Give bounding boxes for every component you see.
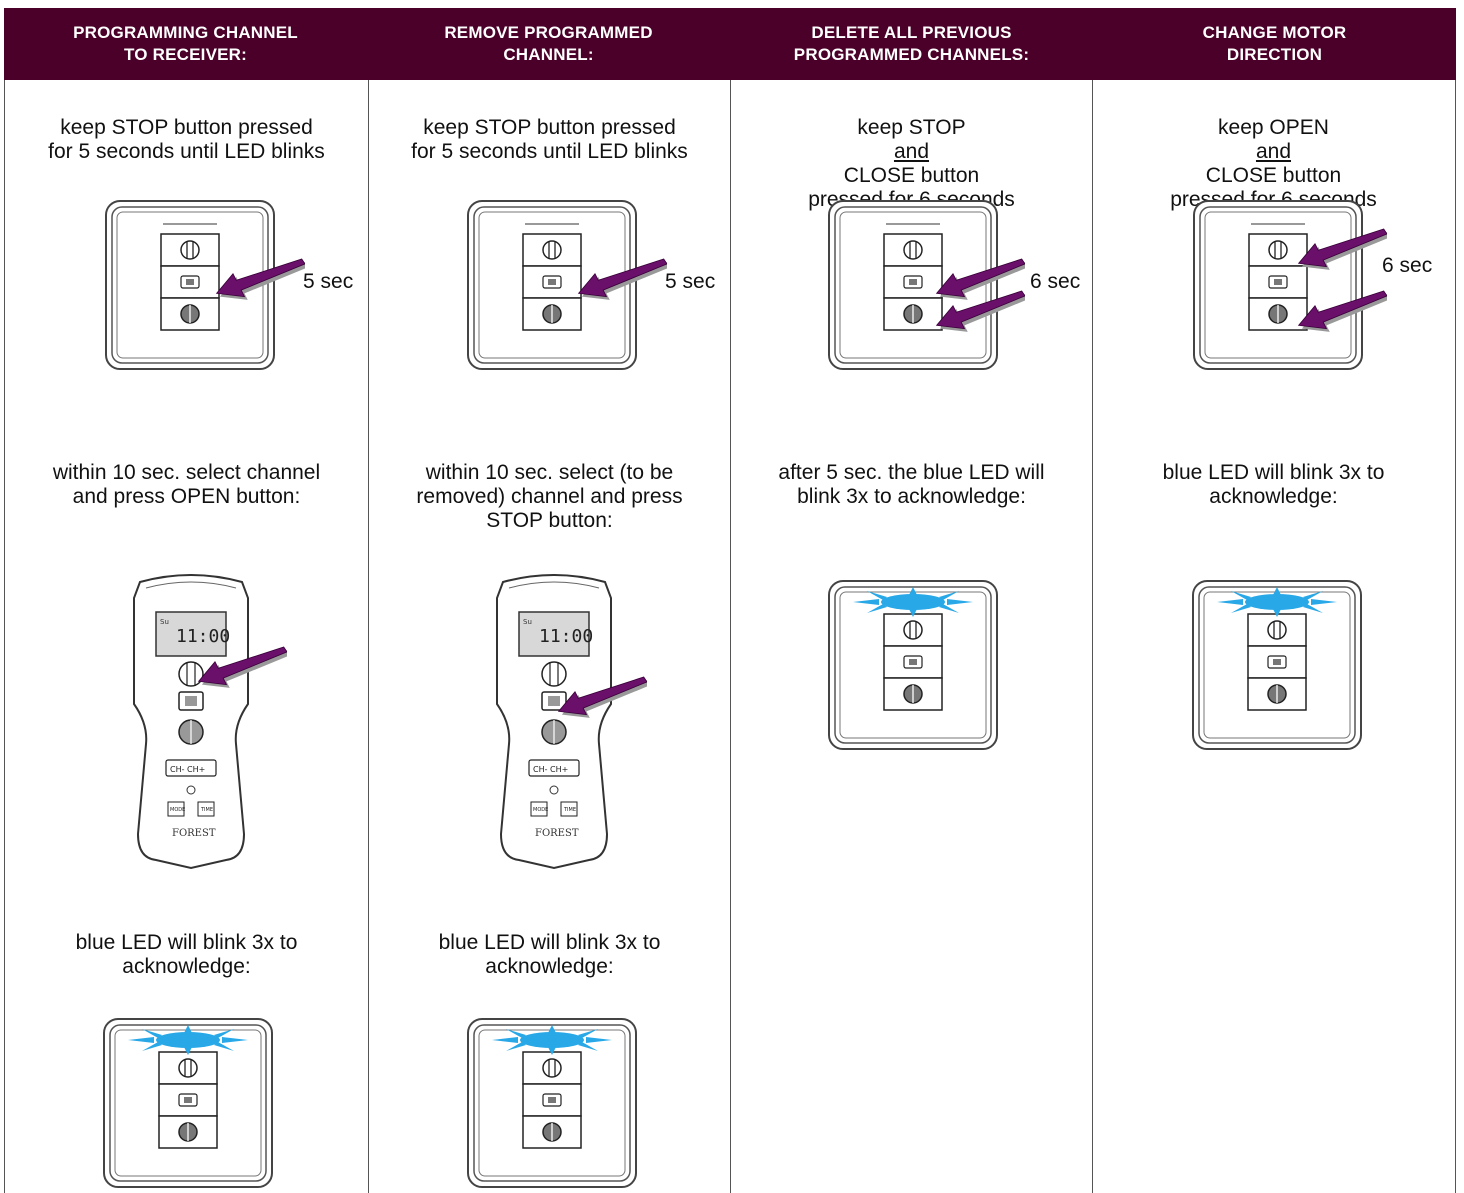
header-remove-line2: CHANNEL: (503, 45, 594, 64)
col4-step1-pre: keep OPEN (1218, 116, 1329, 139)
col2-step2-line1: within 10 sec. select (to be (425, 461, 674, 484)
col3-arrow-close (935, 284, 1025, 334)
col4-step1-line1-wrap: keep OPEN and CLOSE button (1092, 116, 1455, 188)
col2-step3-line2: acknowledge: (485, 955, 614, 978)
col2-arrow-stop (577, 252, 667, 302)
col2-duration: 5 sec (665, 270, 716, 293)
column-divider (368, 80, 369, 1193)
col2-blue-led-blink (492, 1025, 612, 1055)
col1-step1-line2: for 5 seconds until LED blinks (48, 140, 325, 163)
header-remove-line1: REMOVE PROGRAMMED (444, 23, 653, 42)
col1-remote-control (126, 574, 256, 874)
col2-step2-line3: STOP button: (486, 509, 613, 532)
col2-step3-line1: blue LED will blink 3x to (438, 931, 661, 954)
header-bar: PROGRAMMING CHANNEL TO RECEIVER: REMOVE P… (4, 8, 1456, 80)
col1-step2-line2: and press OPEN button: (72, 485, 301, 508)
col3-step2-line1: after 5 sec. the blue LED will (778, 461, 1045, 484)
header-delete-all: DELETE ALL PREVIOUS PROGRAMMED CHANNELS: (730, 8, 1093, 80)
col2-step1-text: keep STOP button pressed for 5 seconds u… (368, 116, 731, 164)
col3-step2-text: after 5 sec. the blue LED will blink 3x … (730, 461, 1093, 509)
col3-duration: 6 sec (1030, 270, 1081, 293)
col2-step1-line1: keep STOP button pressed (423, 116, 676, 139)
col3-blue-led-blink (853, 587, 973, 617)
col2-step2-line2: removed) channel and press (416, 485, 683, 508)
col1-step2-text: within 10 sec. select channel and press … (5, 461, 368, 509)
col2-step3-text: blue LED will blink 3x to acknowledge: (368, 931, 731, 979)
header-change-direction: CHANGE MOTOR DIRECTION (1093, 8, 1456, 80)
col4-step1-underlined: and (1255, 140, 1292, 163)
col1-step1-line1: keep STOP button pressed (60, 116, 313, 139)
col1-step3-text: blue LED will blink 3x to acknowledge: (5, 931, 368, 979)
col3-step1-text: keep STOP and CLOSE button pressed for 6… (730, 116, 1093, 212)
col1-step1-text: keep STOP button pressed for 5 seconds u… (5, 116, 368, 164)
col1-step3-line1: blue LED will blink 3x to (75, 931, 298, 954)
columns-grid: keep STOP button pressed for 5 seconds u… (4, 80, 1456, 1193)
column-divider (1092, 80, 1093, 1193)
col4-step2-line1: blue LED will blink 3x to (1162, 461, 1385, 484)
col4-arrow-close (1297, 284, 1387, 334)
header-change-line1: CHANGE MOTOR (1202, 23, 1347, 42)
col1-arrow-stop (215, 252, 305, 302)
col4-step1-post: CLOSE button (1205, 164, 1342, 187)
col3-step1-post: CLOSE button (843, 164, 980, 187)
header-remove: REMOVE PROGRAMMED CHANNEL: (367, 8, 730, 80)
col4-step1-text: keep OPEN and CLOSE button pressed for 6… (1092, 116, 1455, 212)
col3-step1-pre: keep STOP (857, 116, 966, 139)
col1-duration: 5 sec (303, 270, 354, 293)
col3-step1-line1-wrap: keep STOP and CLOSE button (730, 116, 1093, 188)
col4-step2-line2: acknowledge: (1209, 485, 1338, 508)
instruction-sheet: PROGRAMMING CHANNEL TO RECEIVER: REMOVE P… (4, 4, 1456, 1193)
col2-step2-text: within 10 sec. select (to be removed) ch… (368, 461, 731, 533)
col4-arrow-open (1297, 222, 1387, 272)
header-programming: PROGRAMMING CHANNEL TO RECEIVER: (4, 8, 367, 80)
col3-step1-underlined: and (893, 140, 930, 163)
col1-step2-line1: within 10 sec. select channel (52, 461, 321, 484)
col1-blue-led-blink (128, 1025, 248, 1055)
column-divider (730, 80, 731, 1193)
col4-blue-led-blink (1217, 587, 1337, 617)
header-delete-line2: PROGRAMMED CHANNELS: (793, 45, 1030, 64)
col2-step1-line2: for 5 seconds until LED blinks (411, 140, 688, 163)
header-programming-line2: TO RECEIVER: (124, 45, 247, 64)
col1-step3-line2: acknowledge: (122, 955, 251, 978)
col3-step2-line2: blink 3x to acknowledge: (797, 485, 1026, 508)
header-programming-line1: PROGRAMMING CHANNEL (73, 23, 298, 42)
header-delete-line1: DELETE ALL PREVIOUS (811, 23, 1012, 42)
col4-step2-text: blue LED will blink 3x to acknowledge: (1092, 461, 1455, 509)
col4-duration: 6 sec (1382, 254, 1433, 277)
col1-arrow-open (197, 640, 287, 690)
col2-remote-control (489, 574, 619, 874)
col2-arrow-stop-remote (557, 670, 647, 720)
header-change-line2: DIRECTION (1226, 45, 1323, 64)
